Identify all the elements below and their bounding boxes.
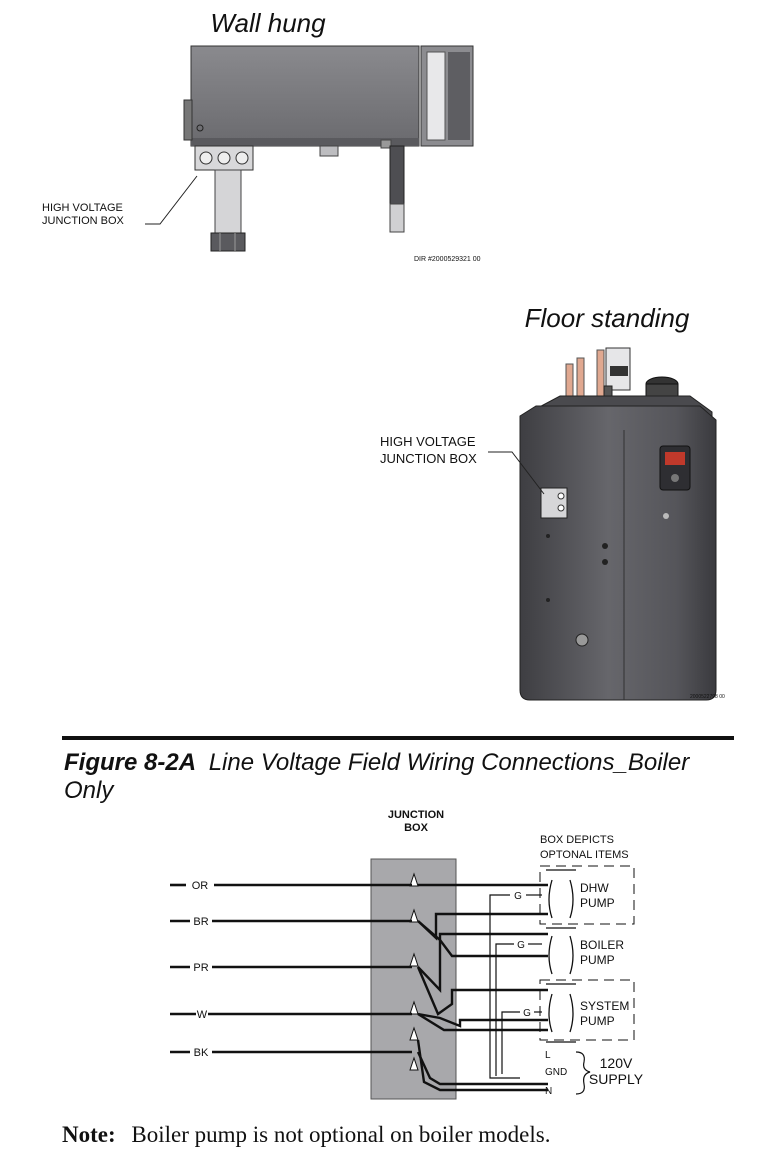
pump-boiler-line2: PUMP xyxy=(580,953,615,967)
wire-label-bk: BK xyxy=(194,1047,209,1059)
wall-hung-boiler-illustration xyxy=(183,45,474,252)
outgoing-wires xyxy=(416,883,548,1092)
floor-standing-junction-box xyxy=(540,487,568,519)
note-line: Note: Boiler pump is not optional on boi… xyxy=(62,1122,550,1147)
wall-hung-junction-label-line2: JUNCTION BOX xyxy=(42,215,125,227)
wire-label-or: OR xyxy=(192,880,209,892)
note-text: Boiler pump is not optional on boiler mo… xyxy=(131,1122,550,1147)
box-depicts-line1: BOX DEPICTS xyxy=(540,834,614,846)
floor-standing-junction-label-line1: HIGH VOLTAGE xyxy=(380,434,476,449)
ground-label-boiler: G xyxy=(517,940,525,951)
pump-symbols xyxy=(546,869,576,1043)
pump-system-line2: PUMP xyxy=(580,1014,615,1028)
floor-standing-section: Floor standing xyxy=(380,303,725,701)
supply-voltage: 120V xyxy=(600,1055,633,1071)
supply-terminal-l: L xyxy=(545,1050,551,1061)
optional-item-boxes xyxy=(539,865,635,1041)
junction-box-label-line1: JUNCTION xyxy=(388,809,444,821)
wire-label-w: W xyxy=(197,1009,208,1021)
wall-hung-section: Wall hung xyxy=(42,8,481,263)
figure-rule xyxy=(62,736,734,740)
ground-wires xyxy=(489,894,542,1079)
figure-number: Figure 8-2A xyxy=(64,749,196,776)
wiring-diagram: JUNCTION BOX BOX DEPICTS OPTONAL ITEMS O… xyxy=(170,809,644,1100)
ground-label-dhw: G xyxy=(514,891,522,902)
junction-terminals xyxy=(409,872,419,1071)
wire-label-pr: PR xyxy=(193,962,208,974)
pump-labels: DHW PUMP BOILER PUMP SYSTEM PUMP xyxy=(580,881,629,1028)
supply-label: SUPPLY xyxy=(589,1071,644,1087)
junction-box-label-line2: BOX xyxy=(404,822,429,834)
supply-brace xyxy=(575,1051,591,1095)
incoming-wires xyxy=(170,883,412,1054)
floor-standing-dir-code: 2000522798 00 xyxy=(690,694,725,700)
ground-label-system: G xyxy=(523,1008,531,1019)
wall-hung-dir-code: DIR #2000529321 00 xyxy=(414,256,481,263)
supply-terminal-gnd: GND xyxy=(545,1067,567,1078)
note-label: Note: xyxy=(62,1122,116,1147)
box-depicts-line2: OPTONAL ITEMS xyxy=(540,849,629,861)
wall-hung-junction-label-line1: HIGH VOLTAGE xyxy=(42,202,123,214)
wall-hung-title: Wall hung xyxy=(210,8,326,38)
pump-dhw-line1: DHW xyxy=(580,881,609,895)
figure-caption-text: Line Voltage Field Wiring Connections_Bo… xyxy=(209,749,691,776)
pump-boiler-line1: BOILER xyxy=(580,938,624,952)
figure-caption-line2: Only xyxy=(64,777,115,804)
floor-standing-boiler-illustration xyxy=(519,347,717,701)
wire-labels: OR BR PR W BK xyxy=(192,880,209,1059)
wall-hung-leader-line xyxy=(145,175,198,225)
floor-standing-leader-line xyxy=(488,451,545,495)
floor-standing-junction-label-line2: JUNCTION BOX xyxy=(380,451,477,466)
pump-system-line1: SYSTEM xyxy=(580,999,629,1013)
figure-caption-line1: Figure 8-2A Line Voltage Field Wiring Co… xyxy=(64,749,690,776)
wire-label-br: BR xyxy=(193,916,208,928)
floor-standing-title: Floor standing xyxy=(525,303,690,333)
pump-dhw-line2: PUMP xyxy=(580,896,615,910)
supply-terminal-n: N xyxy=(545,1086,552,1097)
